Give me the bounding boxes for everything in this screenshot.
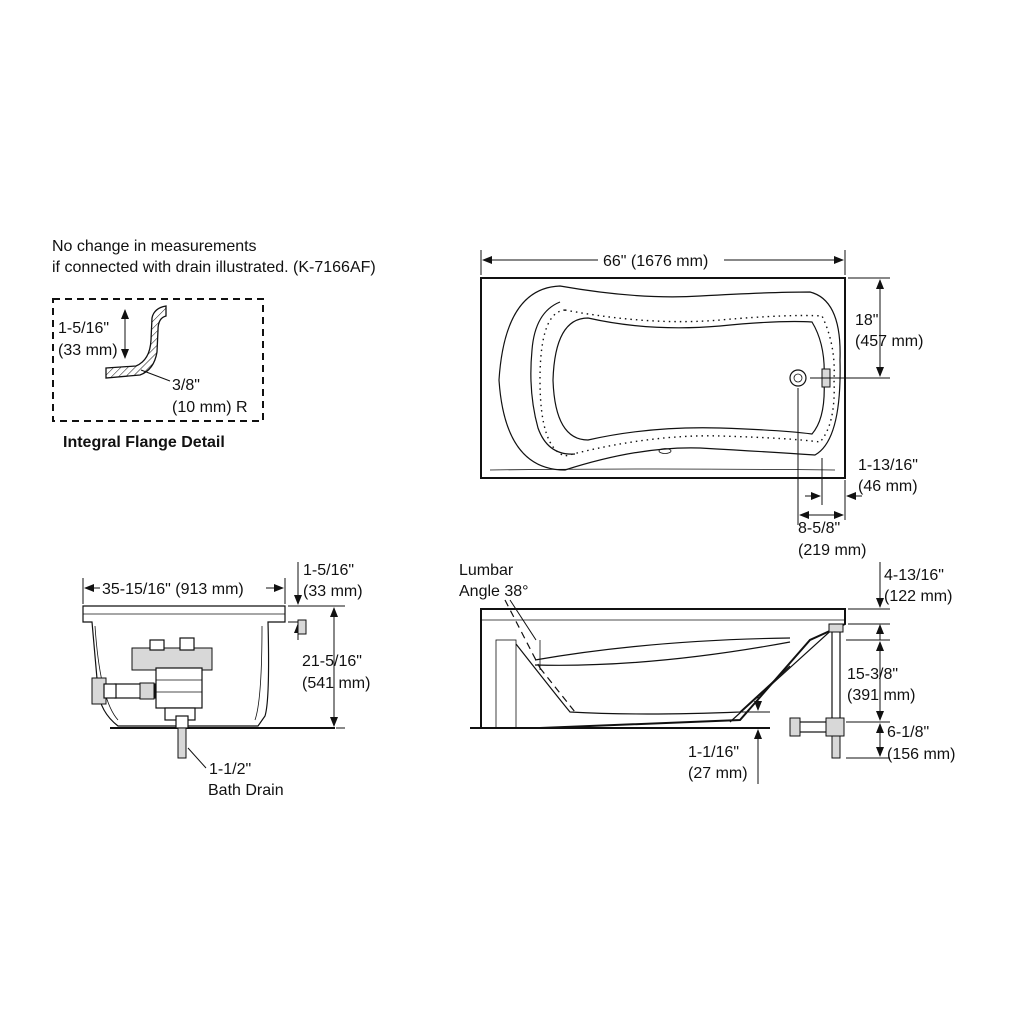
motor-body [155,667,203,709]
control-button [658,448,672,454]
flange-section [105,305,167,379]
basin-floor-contour [552,317,825,441]
side-drain-pipe [831,735,841,759]
lumbar-angle-line [504,599,541,669]
drain-height-mm: (156 mm) [887,746,955,763]
length-label: 66" (1676 mm) [603,253,708,270]
lumbar-label-2: Angle 38° [459,583,529,600]
flange-radius-mm: (10 mm) R [172,399,248,416]
end-flange-mm: (33 mm) [303,583,363,600]
end-height-in: 21-5/16" [302,653,362,670]
note-line-2: if connected with drain illustrated. (K-… [52,259,376,276]
basin-outer-contour [498,285,841,471]
air-jet-ring [539,309,835,457]
end-flange-in: 1-5/16" [303,562,354,579]
overflow-height-in: 15-3/8" [847,666,898,683]
drain-symbol [789,369,807,387]
floor-clearance-mm: (27 mm) [688,765,748,782]
lumbar-leader [509,599,537,641]
overflow-height-mm: (391 mm) [847,687,915,704]
note-line-1: No change in measurements [52,238,257,255]
radius-leader [140,369,171,382]
lumbar-label-1: Lumbar [459,562,514,579]
pump-housing [131,647,213,671]
detail-frame [52,298,264,422]
rim-width-mm: (46 mm) [858,478,918,495]
end-view: 35-15/16" (913 mm) 1-1/2" Bath Drain [82,562,370,799]
side-view: Lumbar Angle 38° 4-13/16" (122 mm) 15-3/… [459,562,955,784]
integral-flange-detail: 1-5/16" (33 mm) 3/8" (10 mm) R Integral … [52,298,264,451]
rim-height-in: 4-13/16" [884,567,944,584]
top-view: 66" (1676 mm) 18" (457 mm) 1-13/16" (46 … [480,250,923,559]
lumbar-ridge [530,301,576,455]
drain-height-in: 6-1/8" [887,724,929,741]
drain-distance-in: 8-5/8" [798,520,840,537]
rim-height-mm: (122 mm) [884,588,952,605]
drain-leader [187,747,207,769]
drain-label: Bath Drain [208,782,284,799]
flange-height-in: 1-5/16" [58,320,109,337]
flange-radius-in: 3/8" [172,377,200,394]
side-basin-contour [515,643,791,715]
floor-clearance-in: 1-1/16" [688,744,739,761]
width-label: 35-15/16" (913 mm) [102,581,244,598]
drain-pipe [177,727,187,759]
drain-offset-in: 18" [855,312,878,329]
overflow-pipe [831,627,841,729]
flange-detail-caption: Integral Flange Detail [63,434,225,451]
drain-offset-mm: (457 mm) [855,333,923,350]
installation-note: No change in measurements if connected w… [52,238,376,276]
rim-width-in: 1-13/16" [858,457,918,474]
drain-distance-mm: (219 mm) [798,542,866,559]
flange-height-mm: (33 mm) [58,342,118,359]
drain-size: 1-1/2" [209,761,251,778]
end-height-mm: (541 mm) [302,675,370,692]
